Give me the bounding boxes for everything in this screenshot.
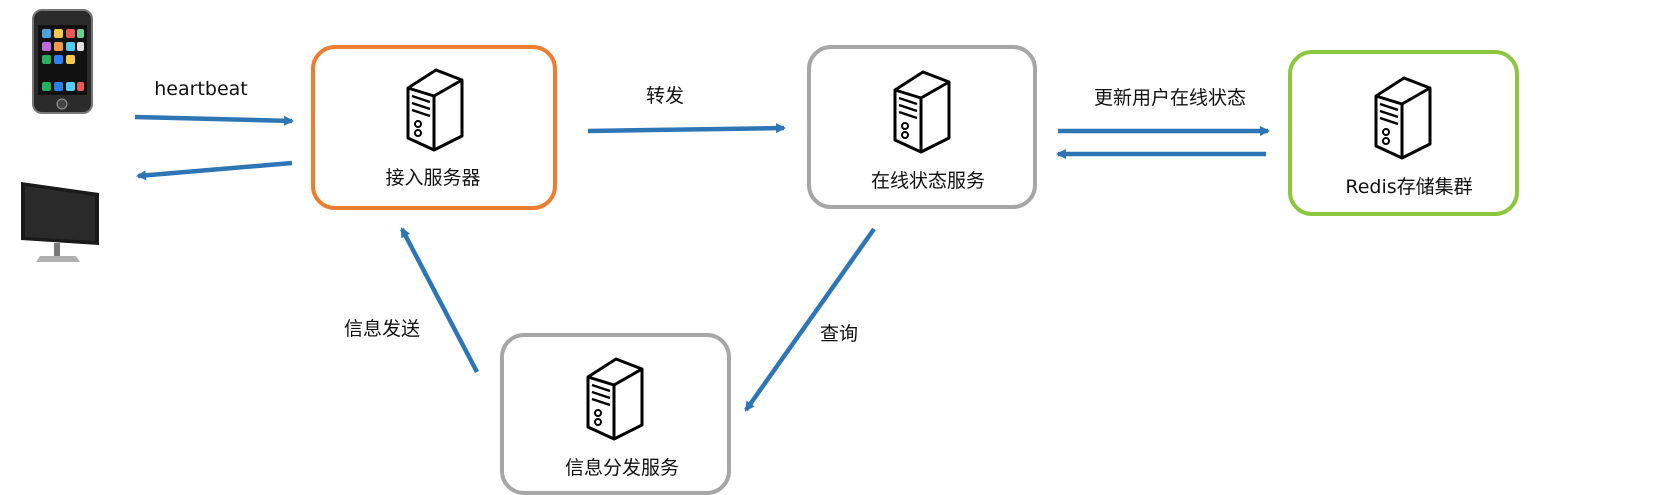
server-icon — [406, 68, 464, 152]
send-message-arrow — [400, 227, 479, 374]
monitor-icon — [21, 182, 99, 262]
redis-cluster-node: Redis存储集群 — [1288, 50, 1519, 216]
heartbeat-label: heartbeat — [154, 78, 247, 100]
access-server-node: 接入服务器 — [311, 45, 557, 210]
dispatch-service-label: 信息分发服务 — [565, 457, 679, 479]
update-status-label: 更新用户在线状态 — [1094, 87, 1246, 109]
query-label: 查询 — [820, 323, 858, 345]
heartbeat-arrow — [134, 114, 294, 126]
smartphone-icon — [32, 9, 93, 114]
online-status-node: 在线状态服务 — [807, 45, 1037, 209]
online-status-label: 在线状态服务 — [871, 170, 985, 192]
access-server-label: 接入服务器 — [385, 167, 480, 189]
server-icon — [1374, 76, 1432, 160]
query-arrow — [744, 227, 876, 412]
send-message-label: 信息发送 — [344, 318, 420, 340]
forward-arrow — [587, 123, 786, 134]
edges — [134, 114, 1270, 412]
server-icon — [586, 357, 644, 441]
redis-cluster-label: Redis存储集群 — [1345, 176, 1472, 198]
response-arrow — [136, 160, 293, 181]
dispatch-service-node: 信息分发服务 — [500, 333, 731, 495]
server-icon — [893, 70, 951, 154]
forward-label: 转发 — [646, 85, 684, 107]
